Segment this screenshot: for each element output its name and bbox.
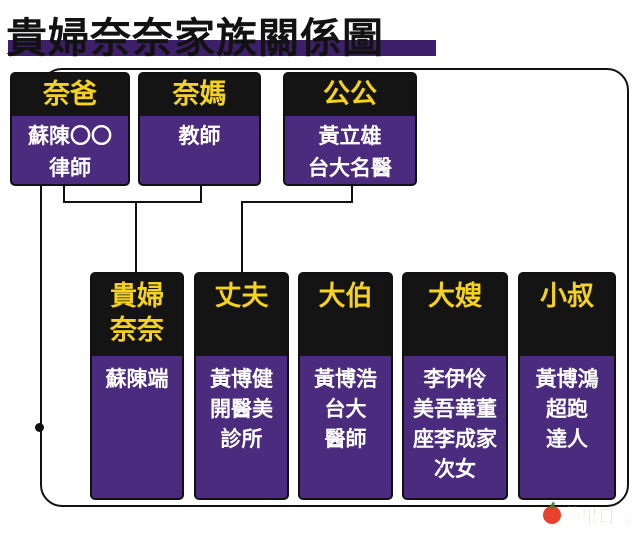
child-detail-line: 次女 bbox=[434, 457, 476, 481]
diagram-frame bbox=[40, 68, 629, 507]
child-role-line: 小叔 bbox=[540, 281, 594, 312]
parent-detail-line: 黃立雄 bbox=[318, 124, 382, 148]
child-detail-line: 蘇陳端 bbox=[105, 367, 169, 391]
connector-father-down bbox=[63, 186, 65, 202]
child-role-line: 丈夫 bbox=[214, 281, 269, 312]
child-box-husband: 丈夫 黃博健 開醫美 診所 bbox=[194, 272, 289, 500]
child-role-line: 大嫂 bbox=[428, 281, 482, 312]
child-detail-line: 達人 bbox=[546, 427, 588, 451]
parent-box-father-in-law: 公公 黃立雄 台大名醫 bbox=[283, 72, 417, 186]
parent-role: 奈爸 bbox=[12, 74, 128, 116]
parent-details: 教師 bbox=[140, 116, 259, 152]
connector-parents-horizontal bbox=[63, 201, 202, 203]
child-box-younger-brother: 小叔 黃博鴻 超跑 達人 bbox=[518, 272, 616, 500]
child-detail-line: 美吾華董 bbox=[413, 397, 497, 421]
child-role: 丈夫 bbox=[196, 274, 287, 356]
parent-detail-line: 蘇陳〇〇 bbox=[28, 124, 112, 148]
child-detail-line: 台大 bbox=[324, 397, 367, 421]
frame-endpoint-dot bbox=[35, 423, 44, 432]
child-detail-line: 座李成家 bbox=[413, 427, 497, 451]
child-role-line: 大伯 bbox=[318, 281, 373, 312]
parent-role: 奈媽 bbox=[140, 74, 259, 116]
connector-mother-down bbox=[200, 186, 202, 202]
child-details: 蘇陳端 bbox=[92, 356, 182, 394]
diagram-title: 貴婦奈奈家族關係圖 bbox=[6, 14, 384, 62]
connector-to-husband bbox=[241, 201, 243, 272]
parent-box-father: 奈爸 蘇陳〇〇 律師 bbox=[10, 72, 130, 186]
child-details: 李伊伶 美吾華董 座李成家 次女 bbox=[404, 356, 506, 484]
child-details: 黃博鴻 超跑 達人 bbox=[520, 356, 614, 454]
parent-detail-line: 台大名醫 bbox=[308, 156, 392, 180]
child-detail-line: 超跑 bbox=[546, 397, 588, 421]
child-role: 大伯 bbox=[300, 274, 391, 356]
parent-role: 公公 bbox=[285, 74, 415, 116]
title-underline-bar bbox=[8, 40, 436, 56]
child-box-sister-in-law: 大嫂 李伊伶 美吾華董 座李成家 次女 bbox=[402, 272, 508, 500]
child-detail-line: 黃博浩 bbox=[314, 367, 377, 391]
child-role: 小叔 bbox=[520, 274, 614, 356]
apple-icon bbox=[543, 505, 561, 524]
parent-detail-line: 律師 bbox=[49, 156, 91, 180]
connector-to-nainai bbox=[135, 201, 137, 272]
connector-in-law-horizontal bbox=[241, 201, 353, 203]
child-box-elder-brother: 大伯 黃博浩 台大 醫師 bbox=[298, 272, 393, 500]
connector-father-in-law-down bbox=[351, 186, 353, 202]
apple-daily-logo: 蘋果日報 bbox=[543, 502, 632, 527]
parent-details: 黃立雄 台大名醫 bbox=[285, 116, 415, 184]
child-detail-line: 黃博健 bbox=[210, 367, 273, 391]
child-details: 黃博健 開醫美 診所 bbox=[196, 356, 287, 454]
parent-detail-line: 教師 bbox=[178, 124, 221, 148]
child-role: 貴婦 奈奈 bbox=[92, 274, 182, 356]
child-detail-line: 開醫美 bbox=[210, 397, 273, 421]
credit-text: 蘋果日報 bbox=[564, 507, 633, 528]
child-detail-line: 診所 bbox=[220, 427, 263, 451]
child-role-line: 貴婦 bbox=[110, 281, 164, 312]
parent-box-mother: 奈媽 教師 bbox=[138, 72, 261, 186]
child-box-nainai: 貴婦 奈奈 蘇陳端 bbox=[90, 272, 184, 500]
child-role-line: 奈奈 bbox=[110, 315, 164, 346]
child-details: 黃博浩 台大 醫師 bbox=[300, 356, 391, 454]
child-detail-line: 李伊伶 bbox=[423, 367, 487, 391]
child-role: 大嫂 bbox=[404, 274, 506, 356]
child-detail-line: 黃博鴻 bbox=[535, 367, 599, 391]
child-detail-line: 醫師 bbox=[324, 427, 367, 451]
parent-details: 蘇陳〇〇 律師 bbox=[12, 116, 128, 184]
